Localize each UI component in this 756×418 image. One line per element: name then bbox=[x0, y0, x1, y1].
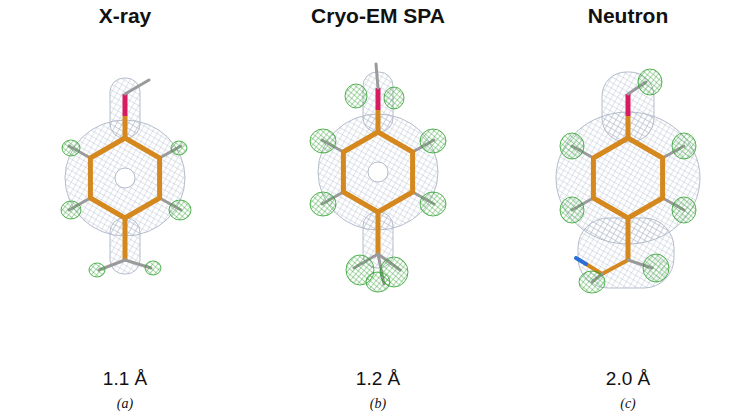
panel-title: Cryo-EM SPA bbox=[311, 4, 445, 28]
panel-letter: (c) bbox=[620, 396, 636, 412]
panel-letter: (b) bbox=[370, 396, 386, 412]
panel-title: Neutron bbox=[588, 4, 669, 28]
resolution-value: 1.1 Å bbox=[103, 368, 147, 390]
panel-letter: (a) bbox=[117, 396, 133, 412]
panel-title: X-ray bbox=[99, 4, 152, 28]
resolution-value: 2.0 Å bbox=[606, 368, 650, 390]
resolution-value: 1.2 Å bbox=[356, 368, 400, 390]
